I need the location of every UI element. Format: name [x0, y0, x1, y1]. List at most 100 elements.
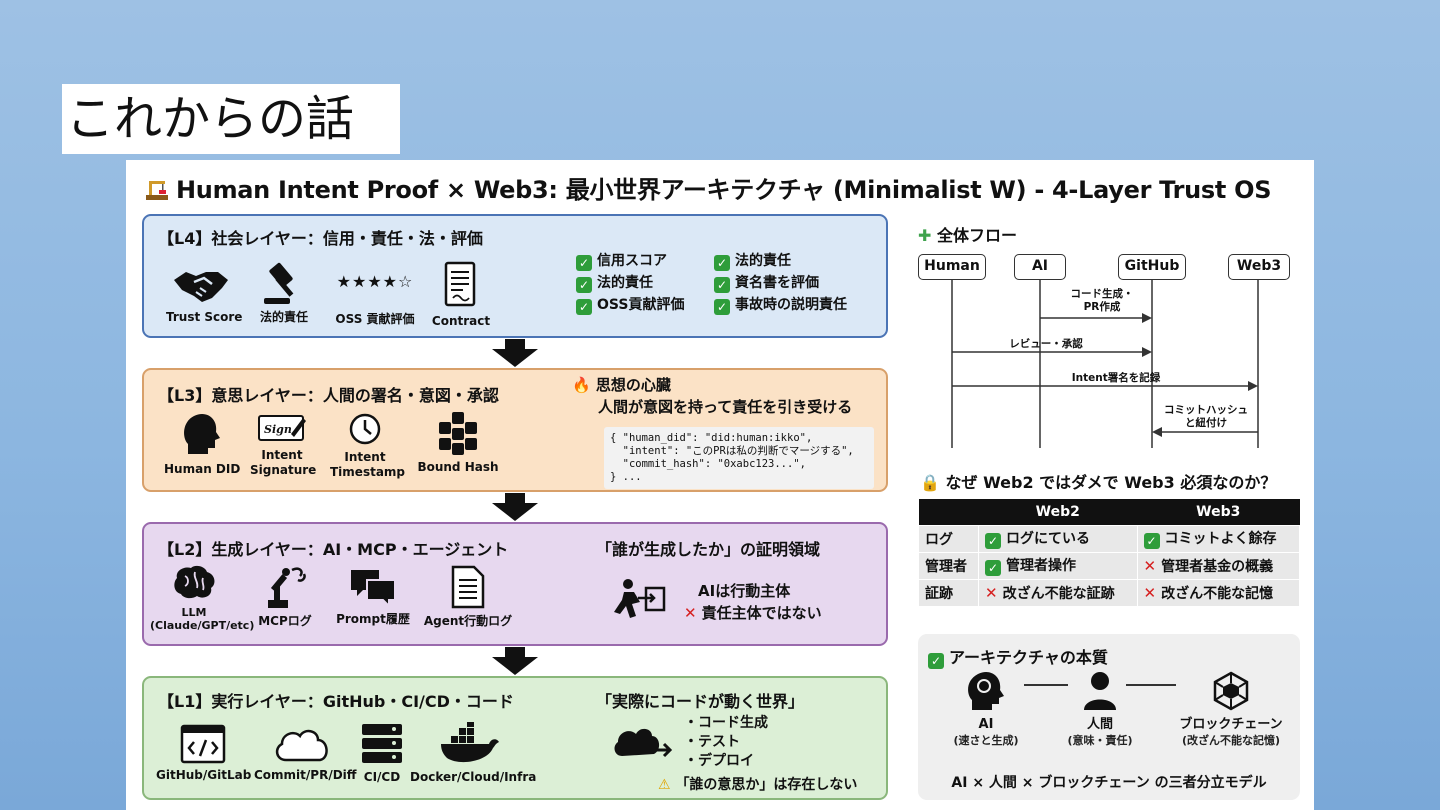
actor-web3: Web3: [1228, 254, 1290, 280]
trust-score-item: Trust Score: [166, 266, 236, 325]
actor-human: Human: [918, 254, 986, 280]
person-icon: [1080, 670, 1120, 712]
row-label: ログ: [919, 525, 979, 552]
human-did-label: Human DID: [164, 462, 240, 476]
construction-icon: [144, 177, 170, 201]
essence-footer: AI × 人間 × ブロックチェーン の三者分立モデル: [918, 772, 1300, 792]
warning-text: 「誰の意思か」は存在しない: [675, 777, 857, 793]
intent-timestamp-item: Intent Timestamp: [330, 412, 400, 480]
web3-cell: ✕管理者基金の概義: [1137, 552, 1300, 579]
bullet-item: ・テスト: [684, 733, 768, 752]
prompt-history-item: Prompt履歴: [332, 566, 414, 627]
essence-ai-sub: (速さと生成): [940, 733, 1032, 749]
sequence-flow: ✚ 全体フロー Human AI GitHub Web: [916, 216, 1298, 466]
cicd-label: CI/CD: [364, 770, 400, 784]
table-row: 証跡 ✕改ざん不能な証跡 ✕改ざん不能な記憶: [919, 579, 1300, 606]
check-icon: ✓: [714, 255, 730, 271]
actor-ai: AI: [1014, 254, 1066, 280]
warning-icon: ⚠: [658, 777, 671, 793]
commit-item: Commit/PR/Diff: [254, 728, 350, 783]
document-icon: [450, 564, 486, 610]
intent-timestamp-label: Intent Timestamp: [330, 450, 405, 479]
bullet-item: ・コード生成: [684, 714, 768, 733]
docker-item: Docker/Cloud/Infra: [410, 722, 530, 785]
server-rack-icon: [360, 722, 404, 766]
l2-responsibility: AIは行動主体 ✕責任主体ではない: [684, 580, 822, 624]
intent-signature-item: Sign Intent Signature: [250, 412, 314, 478]
human-head-icon: [180, 410, 220, 458]
flow-msg-generate: コード生成・ PR作成: [1062, 288, 1142, 314]
actor-github: GitHub: [1118, 254, 1186, 280]
l1-warning: ⚠ 「誰の意思か」は存在しない: [658, 774, 857, 794]
fire-icon: 🔥: [572, 376, 591, 394]
legal-label: 法的責任: [260, 310, 308, 324]
running-exit-icon: [610, 576, 670, 626]
core-title: 思想の心臓: [596, 376, 671, 394]
check-item: ✓事故時の説明責任: [714, 294, 847, 316]
human-did-item: Human DID: [164, 410, 236, 477]
code-window-icon: [180, 724, 226, 764]
ai-head-icon: [966, 670, 1006, 712]
prompt-history-label: Prompt履歴: [336, 612, 410, 626]
check-icon: ✓: [714, 299, 730, 315]
essence-human-sub: (意味・責任): [1054, 733, 1146, 749]
web3-cell: ✕改ざん不能な記憶: [1137, 579, 1300, 606]
architecture-panel: Human Intent Proof × Web3: 最小世界アーキテクチャ (…: [126, 160, 1314, 810]
layer-l3-intent: 【L3】意思レイヤー：人間の署名・意図・承認 Human DID Sign In…: [142, 368, 888, 492]
diagram-title: Human Intent Proof × Web3: 最小世界アーキテクチャ (…: [144, 170, 1271, 205]
check-icon: ✓: [985, 560, 1001, 576]
check-icon: ✓: [928, 653, 944, 669]
cross-icon: ✕: [684, 602, 697, 624]
github-item: GitHub/GitLab: [156, 724, 250, 783]
bound-hash-label: Bound Hash: [417, 460, 498, 474]
check-icon: ✓: [576, 299, 592, 315]
table-header-row: Web2 Web3: [919, 499, 1300, 525]
check-item: ✓信用スコア: [576, 250, 684, 272]
table-row: ログ ✓ログにている ✓コミットよく餘存: [919, 525, 1300, 552]
contract-label: Contract: [432, 314, 490, 328]
rating-stars: ★★★★☆: [332, 274, 418, 294]
cicd-item: CI/CD: [352, 722, 412, 785]
intent-json-code: { "human_did": "did:human:ikko", "intent…: [604, 427, 874, 489]
row-label: 証跡: [919, 579, 979, 606]
lock-icon: 🔒: [920, 473, 940, 492]
layer-l4-social: 【L4】社会レイヤー：信用・責任・法・評価 Trust Score 法的責任 ★…: [142, 214, 888, 338]
table-header: [919, 499, 979, 525]
chat-bubbles-icon: [349, 566, 397, 608]
docker-label: Docker/Cloud/Infra: [410, 770, 536, 784]
mcp-log-item: MCPログ: [252, 564, 318, 629]
check-icon: ✓: [576, 255, 592, 271]
check-item: ✓OSS貢献評価: [576, 294, 684, 316]
layer-l2-generation: 【L2】生成レイヤー：AI・MCP・エージェント LLM (Claude/GPT…: [142, 522, 888, 646]
why-title: なぜ Web2 ではダメで Web3 必須なのか？: [946, 473, 1277, 492]
flow-msg-record: Intent署名を記録: [1046, 372, 1186, 385]
oss-eval-item: ★★★★☆ OSS 貢献評価: [332, 274, 418, 327]
essence-title: アーキテクチャの本質: [949, 648, 1108, 667]
agent-log-label: Agent行動ログ: [424, 614, 512, 628]
ai-actor-line: AIは行動主体: [684, 580, 822, 602]
web2-web3-table: Web2 Web3 ログ ✓ログにている ✓コミットよく餘存 管理者 ✓管理者操…: [918, 499, 1300, 607]
clock-icon: [348, 412, 382, 446]
table-row: 管理者 ✓管理者操作 ✕管理者基金の概義: [919, 552, 1300, 579]
l1-bullets: ・コード生成 ・テスト ・デプロイ: [684, 714, 768, 771]
not-responsible-line: ✕責任主体ではない: [684, 602, 822, 624]
bound-hash-item: Bound Hash: [416, 410, 500, 475]
essence-blockchain: ブロックチェーン (改ざん不能な記憶): [1166, 670, 1296, 749]
essence-ai-name: AI: [940, 717, 1032, 733]
trust-score-label: Trust Score: [166, 310, 242, 324]
arrow-down-icon: [490, 339, 540, 367]
why-heading: 🔒 なぜ Web2 ではダメで Web3 必須なのか？: [920, 469, 1276, 493]
cloud-icon: [272, 728, 332, 764]
blockchain-cube-icon: [1210, 670, 1252, 712]
essence-blockchain-name: ブロックチェーン: [1166, 717, 1296, 733]
brain-icon: [171, 564, 217, 602]
layer-l4-title: 【L4】社会レイヤー：信用・責任・法・評価: [158, 225, 483, 249]
web2-cell: ✕改ざん不能な証跡: [979, 579, 1138, 606]
layer-l3-title: 【L3】意思レイヤー：人間の署名・意図・承認: [158, 382, 499, 406]
layer-l2-title: 【L2】生成レイヤー：AI・MCP・エージェント: [158, 536, 508, 560]
agent-log-item: Agent行動ログ: [420, 564, 516, 629]
flow-msg-bind-hash: コミットハッシュ と紐付け: [1154, 404, 1258, 430]
check-item: ✓法的責任: [576, 272, 684, 294]
intent-signature-label: Intent Signature: [250, 448, 316, 477]
check-icon: ✓: [714, 277, 730, 293]
